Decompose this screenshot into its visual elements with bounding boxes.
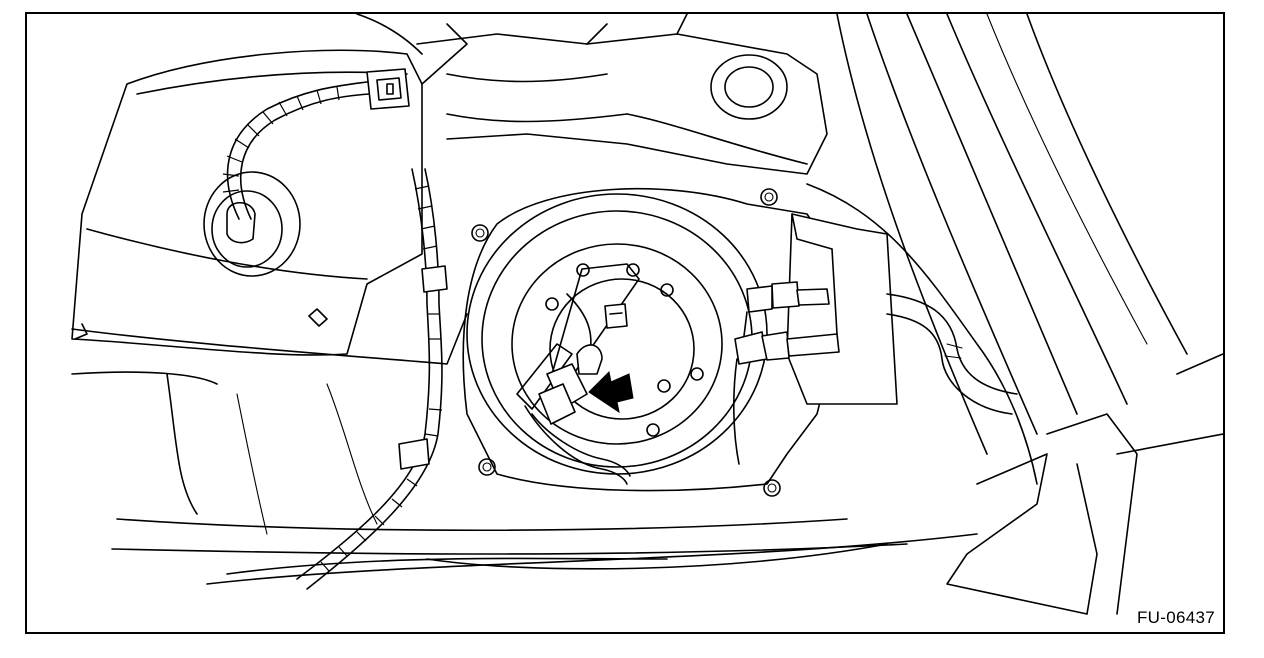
pump-connector [524, 363, 631, 485]
wiring-harness [222, 68, 448, 590]
right-side-rail [806, 14, 1223, 615]
figure-frame: FU-06437 [25, 12, 1225, 634]
figure-id-label: FU-06437 [1137, 608, 1215, 627]
pointer-arrow-icon [588, 370, 634, 414]
fuel-pump-access-illustration [71, 14, 1223, 615]
upper-crossmember [416, 14, 828, 175]
mounting-bolts [471, 188, 781, 497]
fuel-lines [733, 213, 1018, 465]
floor-panel [71, 313, 978, 585]
left-wheel-arch [71, 14, 468, 356]
